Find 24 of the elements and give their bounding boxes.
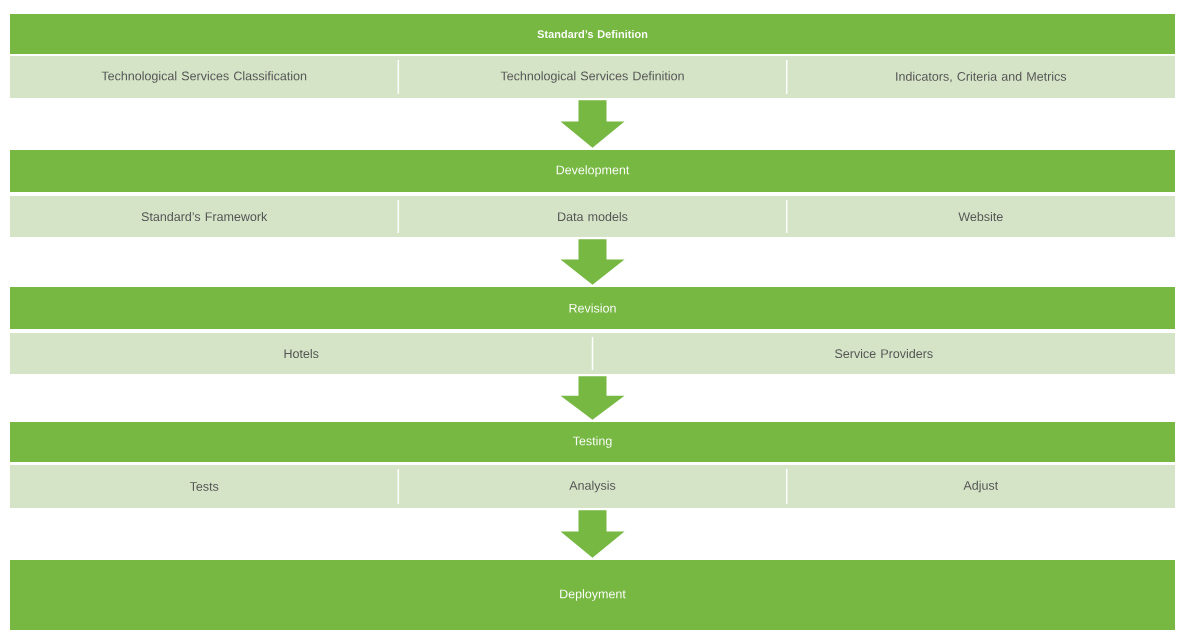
cell-label: Analysis <box>569 480 616 493</box>
row-band <box>10 465 1175 508</box>
stage-band: Standard’s Definition <box>10 14 1175 54</box>
cell-label: Service Providers <box>835 348 933 359</box>
cell-label: Technological Services Definition <box>500 71 684 83</box>
block-arrow <box>560 239 625 285</box>
cell-label: Tests <box>189 482 219 491</box>
block-arrow <box>560 376 625 420</box>
cell-label: Data models <box>558 211 628 222</box>
block-arrow <box>560 510 625 558</box>
cell-label: Indicators, Criteria and Metrics <box>896 71 1067 83</box>
block-arrow <box>560 100 625 148</box>
cell-label: Website <box>958 211 1003 222</box>
cell-label: Adjust <box>963 480 999 493</box>
stage-band: Deployment <box>10 560 1175 630</box>
cell-label: Standard’s Framework <box>141 211 268 222</box>
stage-band: Testing <box>10 422 1175 462</box>
cell-label: Technological Services Classification <box>101 71 307 83</box>
row-band <box>10 56 1175 98</box>
stage-band: Revision <box>10 287 1175 329</box>
cell-label: Hotels <box>284 348 319 359</box>
stage-band: Development <box>10 150 1175 192</box>
row-band <box>10 333 1175 374</box>
row-band <box>10 196 1175 237</box>
